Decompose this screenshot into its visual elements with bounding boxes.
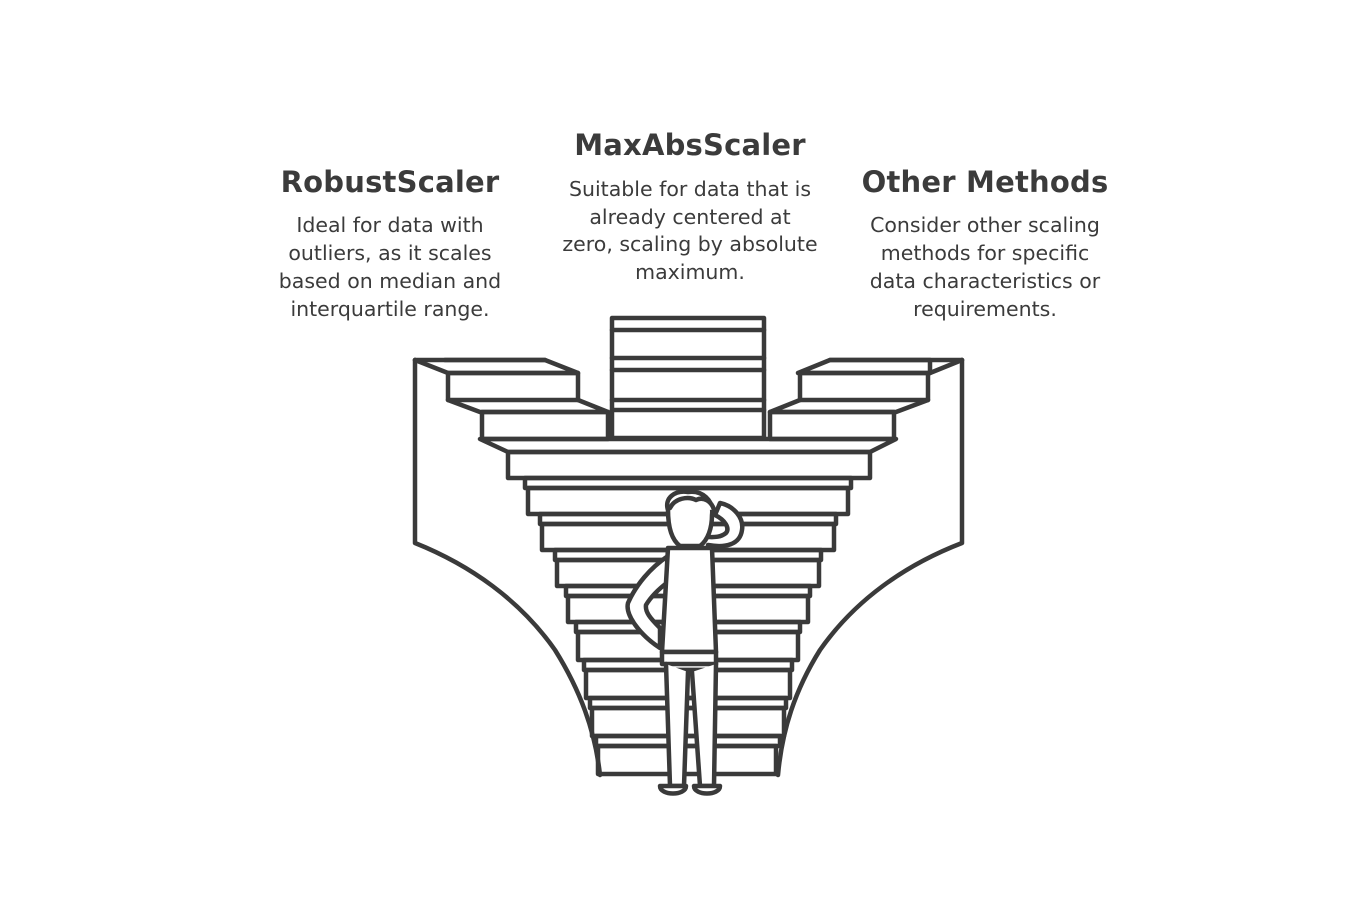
maxabsscaler-section: MaxAbsScaler Suitable for data that is a…: [535, 0, 845, 286]
left-wall: [412, 357, 603, 778]
other-methods-section: Other Methods Consider other scaling met…: [835, 0, 1135, 323]
robustscaler-title: RobustScaler: [280, 165, 500, 199]
person-torso: [659, 545, 719, 655]
right-wall: [775, 357, 965, 778]
maxabsscaler-description: Suitable for data that is already center…: [562, 177, 818, 284]
person-figure: [625, 489, 745, 796]
right-upper-steps: [767, 357, 933, 442]
other-methods-description: Consider other scaling methods for speci…: [869, 213, 1101, 321]
maxabsscaler-title: MaxAbsScaler: [574, 128, 806, 162]
wide-shelf: [477, 436, 899, 481]
robustscaler-section: RobustScaler Ideal for data with outlier…: [250, 0, 530, 323]
left-upper-steps: [442, 357, 611, 442]
person-belt: [659, 649, 719, 667]
person-left-foot: [657, 783, 689, 796]
other-methods-title: Other Methods: [861, 165, 1109, 199]
person-right-leg: [689, 661, 719, 789]
person-left-arm: [625, 553, 671, 651]
person-left-leg: [663, 661, 691, 789]
person-right-foot: [691, 783, 723, 796]
person-right-arm: [705, 500, 745, 549]
robustscaler-description: Ideal for data with outliers, as it scal…: [278, 213, 502, 321]
central-tower: [609, 315, 767, 441]
